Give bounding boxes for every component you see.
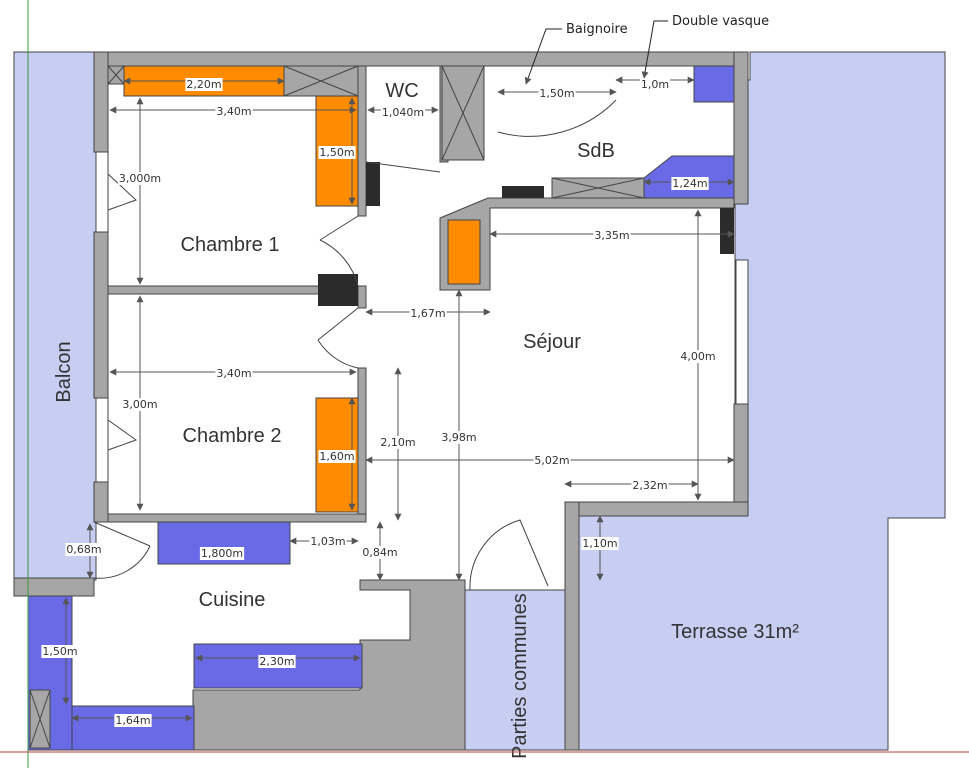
dimension-label-bg bbox=[258, 655, 296, 668]
dimension-label-bg bbox=[309, 535, 347, 548]
dim-sejour-total: 5,02m bbox=[534, 454, 569, 467]
annotation-double-vasque: Double vasque bbox=[672, 14, 769, 29]
dim-bath: 1,50m bbox=[539, 87, 574, 100]
room-chambre-1: Chambre 1 bbox=[181, 234, 280, 256]
dim-kitchen-gap: 1,03m bbox=[310, 535, 345, 548]
dimension-label-bg bbox=[65, 543, 103, 556]
doors bbox=[93, 99, 617, 591]
dimension-label-bg bbox=[440, 431, 478, 444]
dimension-label-bg bbox=[379, 436, 417, 449]
dim-vasque: 1,0m bbox=[641, 78, 669, 91]
dim-kitchen-top: 1,800m bbox=[201, 547, 243, 560]
common-area bbox=[464, 589, 566, 751]
room-parties-communes: Parties communes bbox=[509, 593, 531, 759]
terrace-area bbox=[577, 51, 946, 751]
room-terrasse: Terrasse 31m² bbox=[671, 621, 799, 643]
dim-kitchen-left: 1,50m bbox=[42, 645, 77, 658]
dimension-label-bg bbox=[121, 398, 159, 411]
dim-door-gap: 0,84m bbox=[362, 546, 397, 559]
room-balcon: Balcon bbox=[53, 341, 75, 402]
dim-kitchen-door: 0,68m bbox=[66, 543, 101, 556]
dim-sejour-height: 4,00m bbox=[680, 350, 715, 363]
dim-terrace-step: 1,10m bbox=[582, 537, 617, 550]
annotations: Baignoire Double vasque bbox=[524, 14, 769, 85]
dimension-labels: 2,20m 3,40m 3,000m 1,50m 1,040m 1,50m 1,… bbox=[41, 78, 717, 727]
dimension-label-bg bbox=[215, 367, 253, 380]
dimension-label-bg bbox=[318, 146, 356, 159]
dimension-label-bg bbox=[679, 350, 717, 363]
room-sejour: Séjour bbox=[523, 331, 581, 353]
dimension-label-bg bbox=[671, 177, 709, 190]
dimension-label-bg bbox=[380, 106, 426, 119]
windows bbox=[95, 151, 749, 483]
room-wc: WC bbox=[385, 80, 418, 102]
dimension-label-bg bbox=[639, 78, 671, 91]
dim-sejour-width: 3,35m bbox=[594, 229, 629, 242]
dimension-label-bg bbox=[114, 714, 152, 727]
dim-kitchen-right: 2,30m bbox=[259, 655, 294, 668]
annotation-baignoire: Baignoire bbox=[566, 22, 628, 37]
dimension-label-bg bbox=[409, 307, 447, 320]
dimension-label-bg bbox=[215, 105, 253, 118]
storage-cross bbox=[107, 65, 125, 85]
room-cuisine: Cuisine bbox=[199, 589, 266, 611]
dimension-label-bg bbox=[41, 645, 79, 658]
storage-cross bbox=[551, 177, 645, 199]
dim-sdb-unit: 1,24m bbox=[672, 177, 707, 190]
dim-step: 2,32m bbox=[632, 479, 667, 492]
dim-c1-height: 3,000m bbox=[119, 172, 161, 185]
dimension-label-bg bbox=[199, 547, 245, 560]
dim-corridor: 2,10m bbox=[380, 436, 415, 449]
dim-c2-closet: 1,60m bbox=[319, 450, 354, 463]
dim-c1-width: 3,40m bbox=[216, 105, 251, 118]
annotation-baignoire-leader bbox=[524, 28, 562, 85]
dimension-label-bg bbox=[581, 537, 619, 550]
dim-c1-closet: 1,50m bbox=[319, 146, 354, 159]
storage-cross bbox=[283, 65, 359, 97]
dim-kitchen-bottom: 1,64m bbox=[115, 714, 150, 727]
dimension-label-bg bbox=[361, 546, 399, 559]
dim-c2-width: 3,40m bbox=[216, 367, 251, 380]
dim-wardrobe-c1: 2,20m bbox=[186, 78, 221, 91]
dimension-label-bg bbox=[185, 78, 223, 91]
dim-sejour-depth: 3,98m bbox=[441, 431, 476, 444]
storage-cross bbox=[29, 689, 51, 749]
dim-c2-height: 3,00m bbox=[122, 398, 157, 411]
dimension-label-bg bbox=[593, 229, 631, 242]
dimension-label-bg bbox=[533, 454, 571, 467]
room-labels: Chambre 1 Chambre 2 Séjour Cuisine WC Sd… bbox=[53, 80, 799, 759]
dim-hall: 1,67m bbox=[410, 307, 445, 320]
dim-wc-width: 1,040m bbox=[382, 106, 424, 119]
dimension-label-bg bbox=[117, 172, 163, 185]
storage-cross bbox=[441, 65, 485, 161]
room-chambre-2: Chambre 2 bbox=[183, 425, 282, 447]
walls bbox=[13, 51, 749, 751]
dimension-label-bg bbox=[538, 87, 576, 100]
dimension-label-bg bbox=[318, 450, 356, 463]
room-sdb: SdB bbox=[577, 140, 615, 162]
dimension-label-bg bbox=[631, 479, 669, 492]
annotation-vasque-leader bbox=[641, 20, 668, 79]
balcony-area bbox=[13, 51, 97, 581]
